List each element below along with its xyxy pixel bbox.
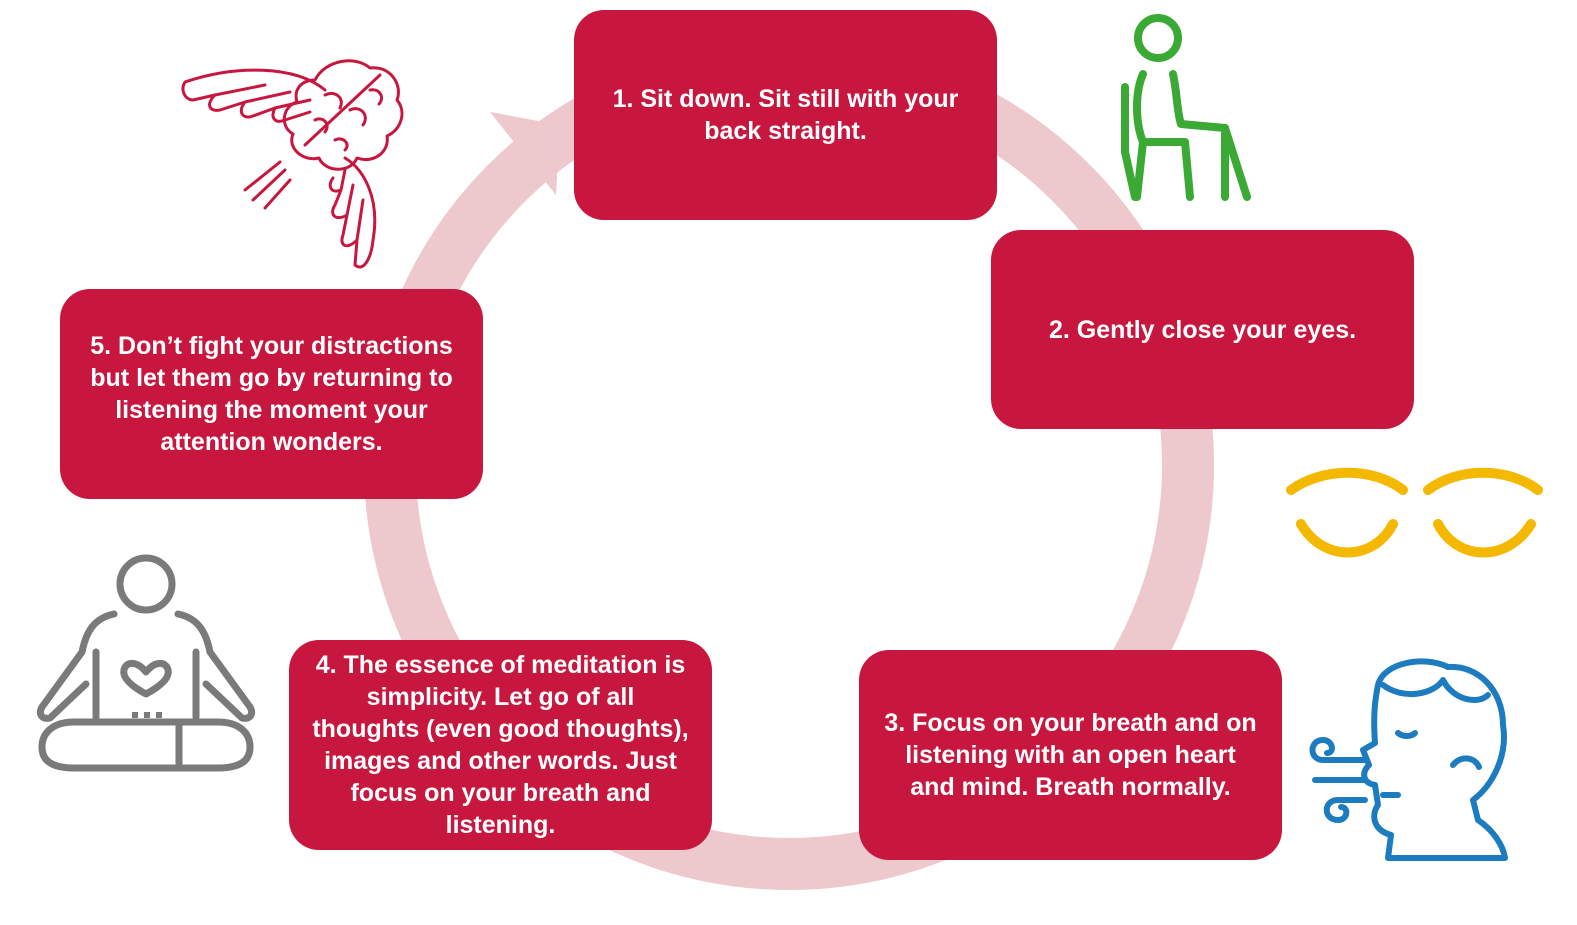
person-sitting-chair-icon: [1121, 14, 1251, 201]
step-5-box: 5. Don’t fight your distractions but let…: [60, 289, 483, 499]
winged-brain-icon: [181, 59, 404, 269]
closed-eyes-icon: [1286, 467, 1543, 558]
step-2-text: 2. Gently close your eyes.: [1048, 315, 1357, 344]
step-1-box: 1. Sit down. Sit still with your back st…: [574, 10, 997, 220]
breathing-face-icon: [1309, 658, 1508, 861]
step-3-box: 3. Focus on your breath and on listening…: [859, 650, 1282, 860]
step-4-text: 4. The essence of meditation is simplici…: [312, 651, 689, 839]
step-4-box: 4. The essence of meditation is simplici…: [289, 640, 712, 850]
step-5-text: 5. Don’t fight your distractions but let…: [90, 332, 453, 456]
meditating-person-heart-icon: [36, 554, 256, 772]
step-3-text: 3. Focus on your breath and on listening…: [884, 709, 1257, 801]
cycle-arrow-head: [490, 112, 560, 195]
step-1-text: 1. Sit down. Sit still with your back st…: [612, 85, 959, 145]
step-2-box: 2. Gently close your eyes.: [991, 230, 1414, 429]
